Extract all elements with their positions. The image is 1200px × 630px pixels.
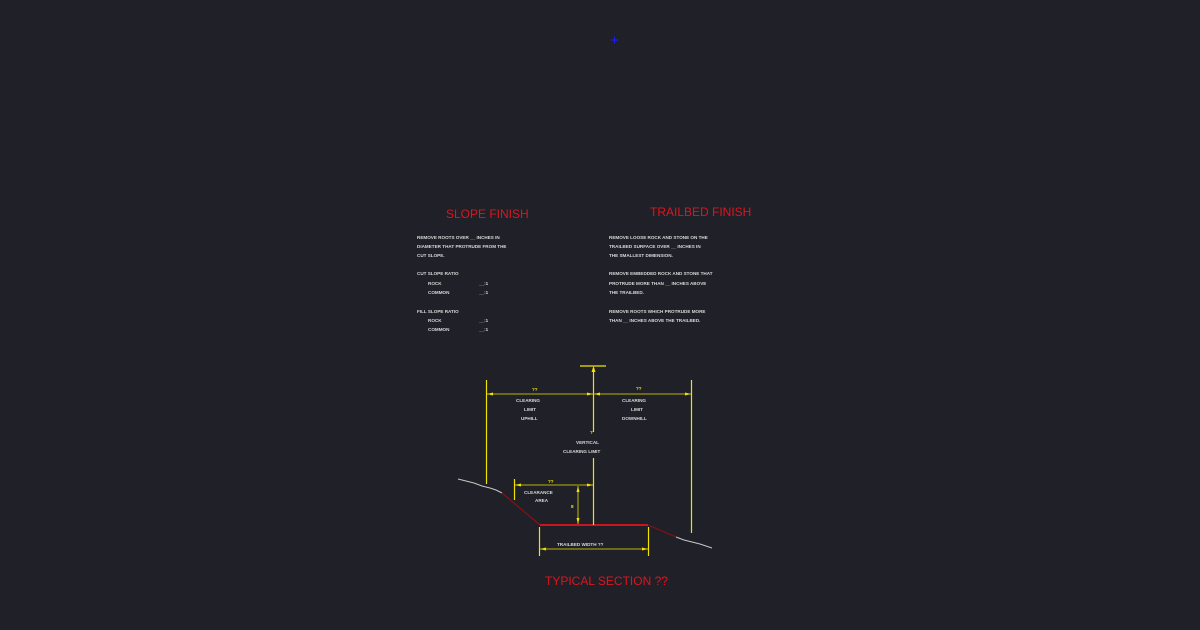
clearance-height-value: 8	[571, 504, 574, 509]
vertical-dim-value: ?	[590, 430, 593, 435]
note-line: THE TRAILBED.	[609, 290, 644, 295]
downhill-ground-line	[675, 536, 713, 549]
clearance-dim-arrow	[587, 483, 593, 487]
vertical-label-line: VERTICAL	[576, 440, 599, 445]
fill-rock-value: __:1	[478, 318, 489, 323]
note-line: CUT SLOPE RATIO	[417, 271, 459, 276]
ucs-marker	[611, 36, 618, 44]
downhill-dim-arrow	[685, 392, 691, 396]
downhill-label-line: DOWNHILL	[622, 416, 647, 421]
uphill-ground-line	[457, 478, 503, 494]
slope-finish-title: SLOPE FINISH	[446, 207, 529, 221]
cut-rock-value: __:1	[478, 281, 489, 286]
fill-rock-label: ROCK	[428, 318, 442, 323]
cut-slope-line	[501, 492, 541, 526]
cut-common-value: __:1	[478, 290, 489, 295]
note-line: REMOVE ROOTS WHICH PROTRUDE MORE	[609, 309, 705, 314]
clearance-dim-arrow	[515, 483, 521, 487]
trailbed-width-arrow	[540, 547, 546, 551]
cut-rock-label: ROCK	[428, 281, 442, 286]
note-line: THAN __ INCHES ABOVE THE TRAILBED.	[609, 318, 700, 323]
fill-common-label: COMMON	[428, 327, 450, 332]
uphill-label-line: CLEARING	[516, 398, 540, 403]
uphill-dim-arrow	[487, 392, 493, 396]
note-line: FILL SLOPE RATIO	[417, 309, 459, 314]
note-line: REMOVE EMBEDDED ROCK AND STONE THAT	[609, 271, 713, 276]
note-line: TRAILBED SURFACE OVER __ INCHES IN	[609, 244, 701, 249]
fill-common-value: __:1	[478, 327, 489, 332]
clearance-label-line: CLEARANCE	[524, 490, 553, 495]
cut-common-label: COMMON	[428, 290, 450, 295]
downhill-dim-value: ??	[636, 386, 642, 391]
clearance-height-arrow	[576, 486, 580, 492]
vertical-arrow-up	[591, 366, 596, 372]
clearance-height-arrow	[576, 518, 580, 524]
note-line: PROTRUDE MORE THAN __ INCHES ABOVE	[609, 281, 706, 286]
clearance-dim-value: ??	[548, 479, 554, 484]
downhill-label-line: LIMIT	[631, 407, 643, 412]
downhill-dim-arrow	[594, 392, 600, 396]
clearance-label-line: AREA	[535, 498, 549, 503]
trailbed-width-label: TRAILBED WIDTH ??	[557, 542, 604, 547]
uphill-label-line: LIMIT	[524, 407, 536, 412]
trailbed-width-arrow	[642, 547, 648, 551]
fill-slope-line	[647, 524, 677, 538]
note-line: REMOVE LOOSE ROCK AND STONE ON THE	[609, 235, 708, 240]
note-line: CUT SLOPE.	[417, 253, 445, 258]
downhill-label-line: CLEARING	[622, 398, 646, 403]
note-line: REMOVE ROOTS OVER __ INCHES IN	[417, 235, 500, 240]
uphill-dim-arrow	[587, 392, 593, 396]
vertical-label-line: CLEARING LIMIT	[563, 449, 600, 454]
slope-finish-notes: REMOVE ROOTS OVER __ INCHES IN DIAMETER …	[417, 235, 507, 332]
typical-section-title: TYPICAL SECTION ??	[545, 574, 668, 588]
note-line: DIAMETER THAT PROTRUDE FROM THE	[417, 244, 507, 249]
trailbed-finish-title: TRAILBED FINISH	[650, 205, 751, 219]
trailbed-finish-notes: REMOVE LOOSE ROCK AND STONE ON THE TRAIL…	[609, 235, 713, 323]
note-line: THE SMALLEST DIMENSION.	[609, 253, 673, 258]
uphill-label-line: UPHILL	[521, 416, 538, 421]
uphill-dim-value: ??	[532, 387, 538, 392]
